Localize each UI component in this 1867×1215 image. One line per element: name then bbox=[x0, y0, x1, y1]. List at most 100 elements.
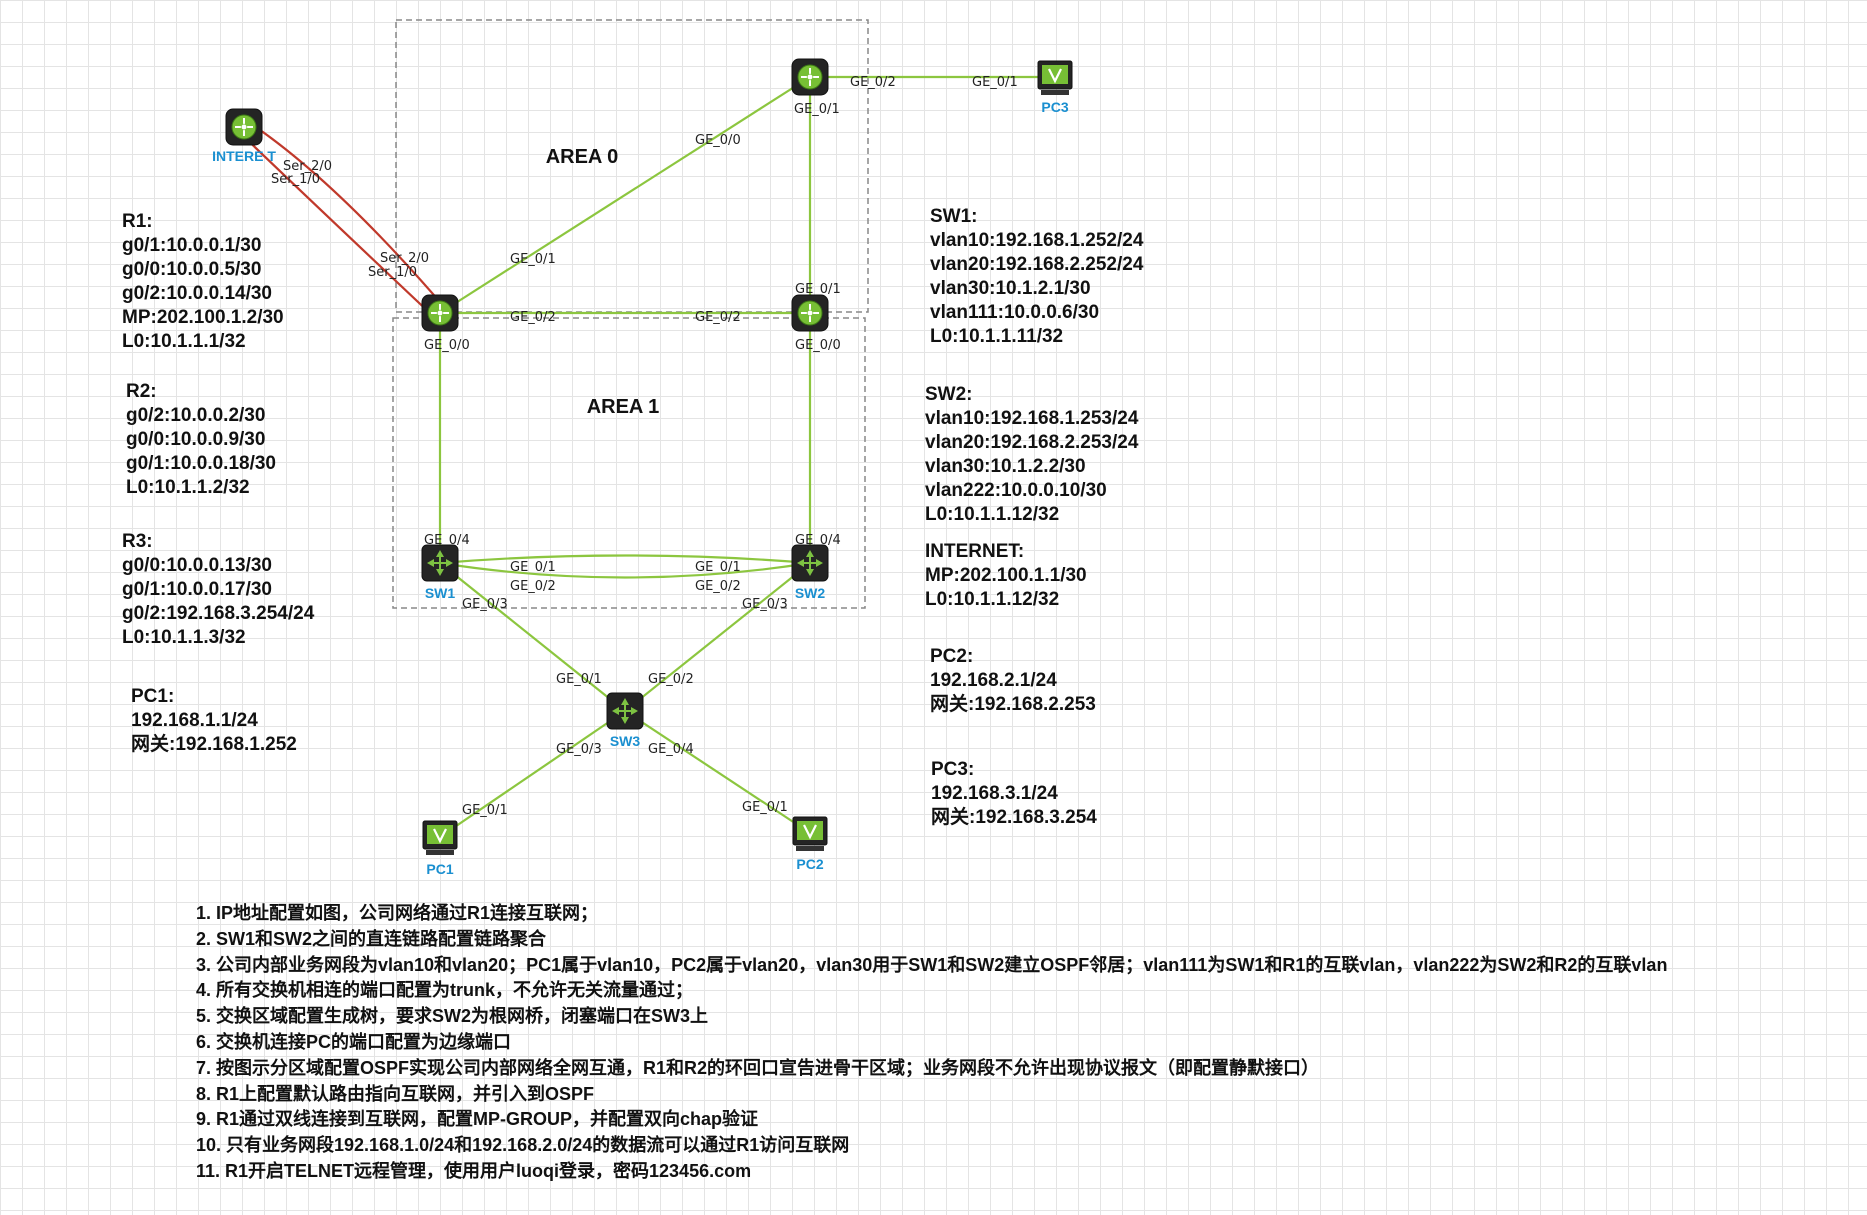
task-item: 1. IP地址配置如图，公司网络通过R1连接互联网； bbox=[196, 903, 599, 923]
sw2-info-line: L0:10.1.1.12/32 bbox=[925, 504, 1060, 525]
pc-stand bbox=[796, 846, 824, 851]
sw1-info-line: vlan111:10.0.0.6/30 bbox=[930, 302, 1100, 323]
pc1-info-block: PC1: 192.168.1.1/24 网关:192.168.1.252 bbox=[131, 685, 297, 757]
pc3-pc-icon bbox=[1037, 60, 1073, 95]
pc1-pc-icon bbox=[422, 820, 458, 855]
sw2-info-line: vlan30:10.1.2.2/30 bbox=[925, 456, 1086, 477]
task-item: 5. 交换区域配置生成树，要求SW2为根网桥，闭塞端口在SW3上 bbox=[196, 1006, 709, 1027]
pc-v-mark bbox=[433, 828, 447, 844]
sw1-info-line: vlan20:192.168.2.252/24 bbox=[930, 254, 1144, 275]
r1-info-line: g0/0:10.0.0.5/30 bbox=[122, 259, 262, 280]
pc2-info-block: PC2: 192.168.2.1/24 网关:192.168.2.253 bbox=[930, 645, 1096, 717]
internet-label: INTERE T bbox=[212, 148, 276, 164]
r1-info-line: R1: bbox=[122, 211, 153, 232]
pc3-info-line: PC3: bbox=[931, 759, 975, 780]
r2-info-line: L0:10.1.1.2/32 bbox=[126, 477, 250, 498]
pc3-info-block: PC3: 192.168.3.1/24 网关:192.168.3.254 bbox=[931, 758, 1097, 830]
port-label: GE_0/4 bbox=[795, 533, 841, 548]
sw1-info-line: SW1: bbox=[930, 206, 978, 227]
pc2-info-line: 网关:192.168.2.253 bbox=[930, 694, 1096, 715]
port-label: GE_0/1 bbox=[742, 800, 788, 815]
internet-info-line: INTERNET: bbox=[925, 541, 1025, 562]
r2-info-line: R2: bbox=[126, 381, 157, 402]
port-label: GE_0/4 bbox=[648, 742, 694, 757]
sw2-label: SW2 bbox=[795, 585, 826, 601]
switch-arrows bbox=[612, 698, 638, 724]
router-hub bbox=[437, 310, 443, 316]
link-inet-r1-a bbox=[249, 122, 447, 310]
task-item: 10. 只有业务网段192.168.1.0/24和192.168.2.0/24的… bbox=[196, 1135, 850, 1156]
r3-info-line: R3: bbox=[122, 531, 153, 552]
r1-router-icon bbox=[421, 294, 459, 332]
r3-info-line: g0/0:10.0.0.13/30 bbox=[122, 555, 272, 576]
port-label: GE_0/3 bbox=[742, 597, 788, 612]
pc2-info-line: PC2: bbox=[930, 646, 974, 667]
r1-info-line: MP:202.100.1.2/30 bbox=[122, 307, 284, 328]
port-label: GE_0/0 bbox=[695, 133, 741, 148]
sw1-info-line: L0:10.1.1.11/32 bbox=[930, 326, 1064, 347]
r3-router-icon bbox=[791, 58, 829, 96]
router-hub bbox=[807, 74, 813, 80]
task-item: 7. 按图示分区域配置OSPF实现公司内部网络全网互通，R1和R2的环回口宣告进… bbox=[196, 1057, 1320, 1078]
pc-v-mark bbox=[803, 824, 817, 840]
link-sw2-sw3 bbox=[624, 562, 811, 712]
internet-info-line: L0:10.1.1.12/32 bbox=[925, 589, 1060, 610]
sw2-info-line: vlan20:192.168.2.253/24 bbox=[925, 432, 1139, 453]
pc3-info-line: 网关:192.168.3.254 bbox=[931, 807, 1097, 828]
port-label: GE_0/1 bbox=[695, 560, 741, 575]
r1-info-line: g0/2:10.0.0.14/30 bbox=[122, 283, 272, 304]
sw3-switch-icon bbox=[606, 692, 644, 730]
area1-label: AREA 1 bbox=[587, 396, 660, 418]
sw3-label: SW3 bbox=[610, 733, 641, 749]
port-label: GE_0/2 bbox=[695, 579, 741, 594]
task-item: 9. R1通过双线连接到互联网，配置MP-GROUP，并配置双向chap验证 bbox=[196, 1109, 759, 1130]
port-label: GE_0/2 bbox=[648, 672, 694, 687]
pc2-info-line: 192.168.2.1/24 bbox=[930, 670, 1057, 691]
port-label: GE_0/2 bbox=[695, 310, 741, 325]
router-hub bbox=[807, 310, 813, 316]
area0-label: AREA 0 bbox=[546, 146, 619, 168]
port-label: GE_0/4 bbox=[424, 533, 470, 548]
port-label: GE_0/1 bbox=[510, 252, 556, 267]
sw2-info-line: vlan222:10.0.0.10/30 bbox=[925, 480, 1107, 501]
port-label: GE_0/1 bbox=[556, 672, 602, 687]
pc1-info-line: PC1: bbox=[131, 686, 175, 707]
port-label: Ser_2/0 bbox=[380, 251, 429, 266]
port-label: GE_0/2 bbox=[850, 75, 896, 90]
task-list: 1. IP地址配置如图，公司网络通过R1连接互联网； 2. SW1和SW2之间的直… bbox=[196, 901, 1667, 1185]
task-item: 6. 交换机连接PC的端口配置为边缘端口 bbox=[196, 1031, 512, 1052]
pc-stand bbox=[426, 850, 454, 855]
link-r1-r3 bbox=[439, 76, 811, 314]
port-label: GE_0/0 bbox=[424, 338, 470, 353]
port-label: Ser_1/0 bbox=[271, 172, 320, 187]
pc1-info-line: 192.168.1.1/24 bbox=[131, 710, 258, 731]
link-inet-r1-b bbox=[237, 130, 435, 318]
sw1-switch-icon bbox=[421, 544, 459, 582]
sw2-switch-icon bbox=[791, 544, 829, 582]
port-label: GE_0/2 bbox=[510, 579, 556, 594]
pc3-info-line: 192.168.3.1/24 bbox=[931, 783, 1058, 804]
sw2-info-line: vlan10:192.168.1.253/24 bbox=[925, 408, 1139, 429]
port-label: GE_0/1 bbox=[972, 75, 1018, 90]
task-item: 2. SW1和SW2之间的直连链路配置链路聚合 bbox=[196, 928, 547, 949]
pc-stand bbox=[1041, 90, 1069, 95]
switch-arrows bbox=[427, 550, 453, 576]
r2-info-line: g0/0:10.0.0.9/30 bbox=[126, 429, 266, 450]
r2-info-line: g0/2:10.0.0.2/30 bbox=[126, 405, 266, 426]
port-label: GE_0/1 bbox=[462, 803, 508, 818]
task-item: 3. 公司内部业务网段为vlan10和vlan20；PC1属于vlan10，PC… bbox=[196, 954, 1668, 975]
task-item: 11. R1开启TELNET远程管理，使用用户luoqi登录，密码123456.… bbox=[196, 1160, 752, 1181]
port-label: GE_0/0 bbox=[795, 338, 841, 353]
task-item: 4. 所有交换机相连的端口配置为trunk，不允许无关流量通过； bbox=[196, 980, 694, 1001]
switch-arrows bbox=[797, 550, 823, 576]
port-label: GE_0/3 bbox=[462, 597, 508, 612]
r3-info-line: g0/1:10.0.0.17/30 bbox=[122, 579, 272, 600]
pc-v-mark bbox=[1048, 68, 1062, 84]
pc1-info-line: 网关:192.168.1.252 bbox=[131, 734, 297, 755]
port-label: Ser_2/0 bbox=[283, 159, 332, 174]
